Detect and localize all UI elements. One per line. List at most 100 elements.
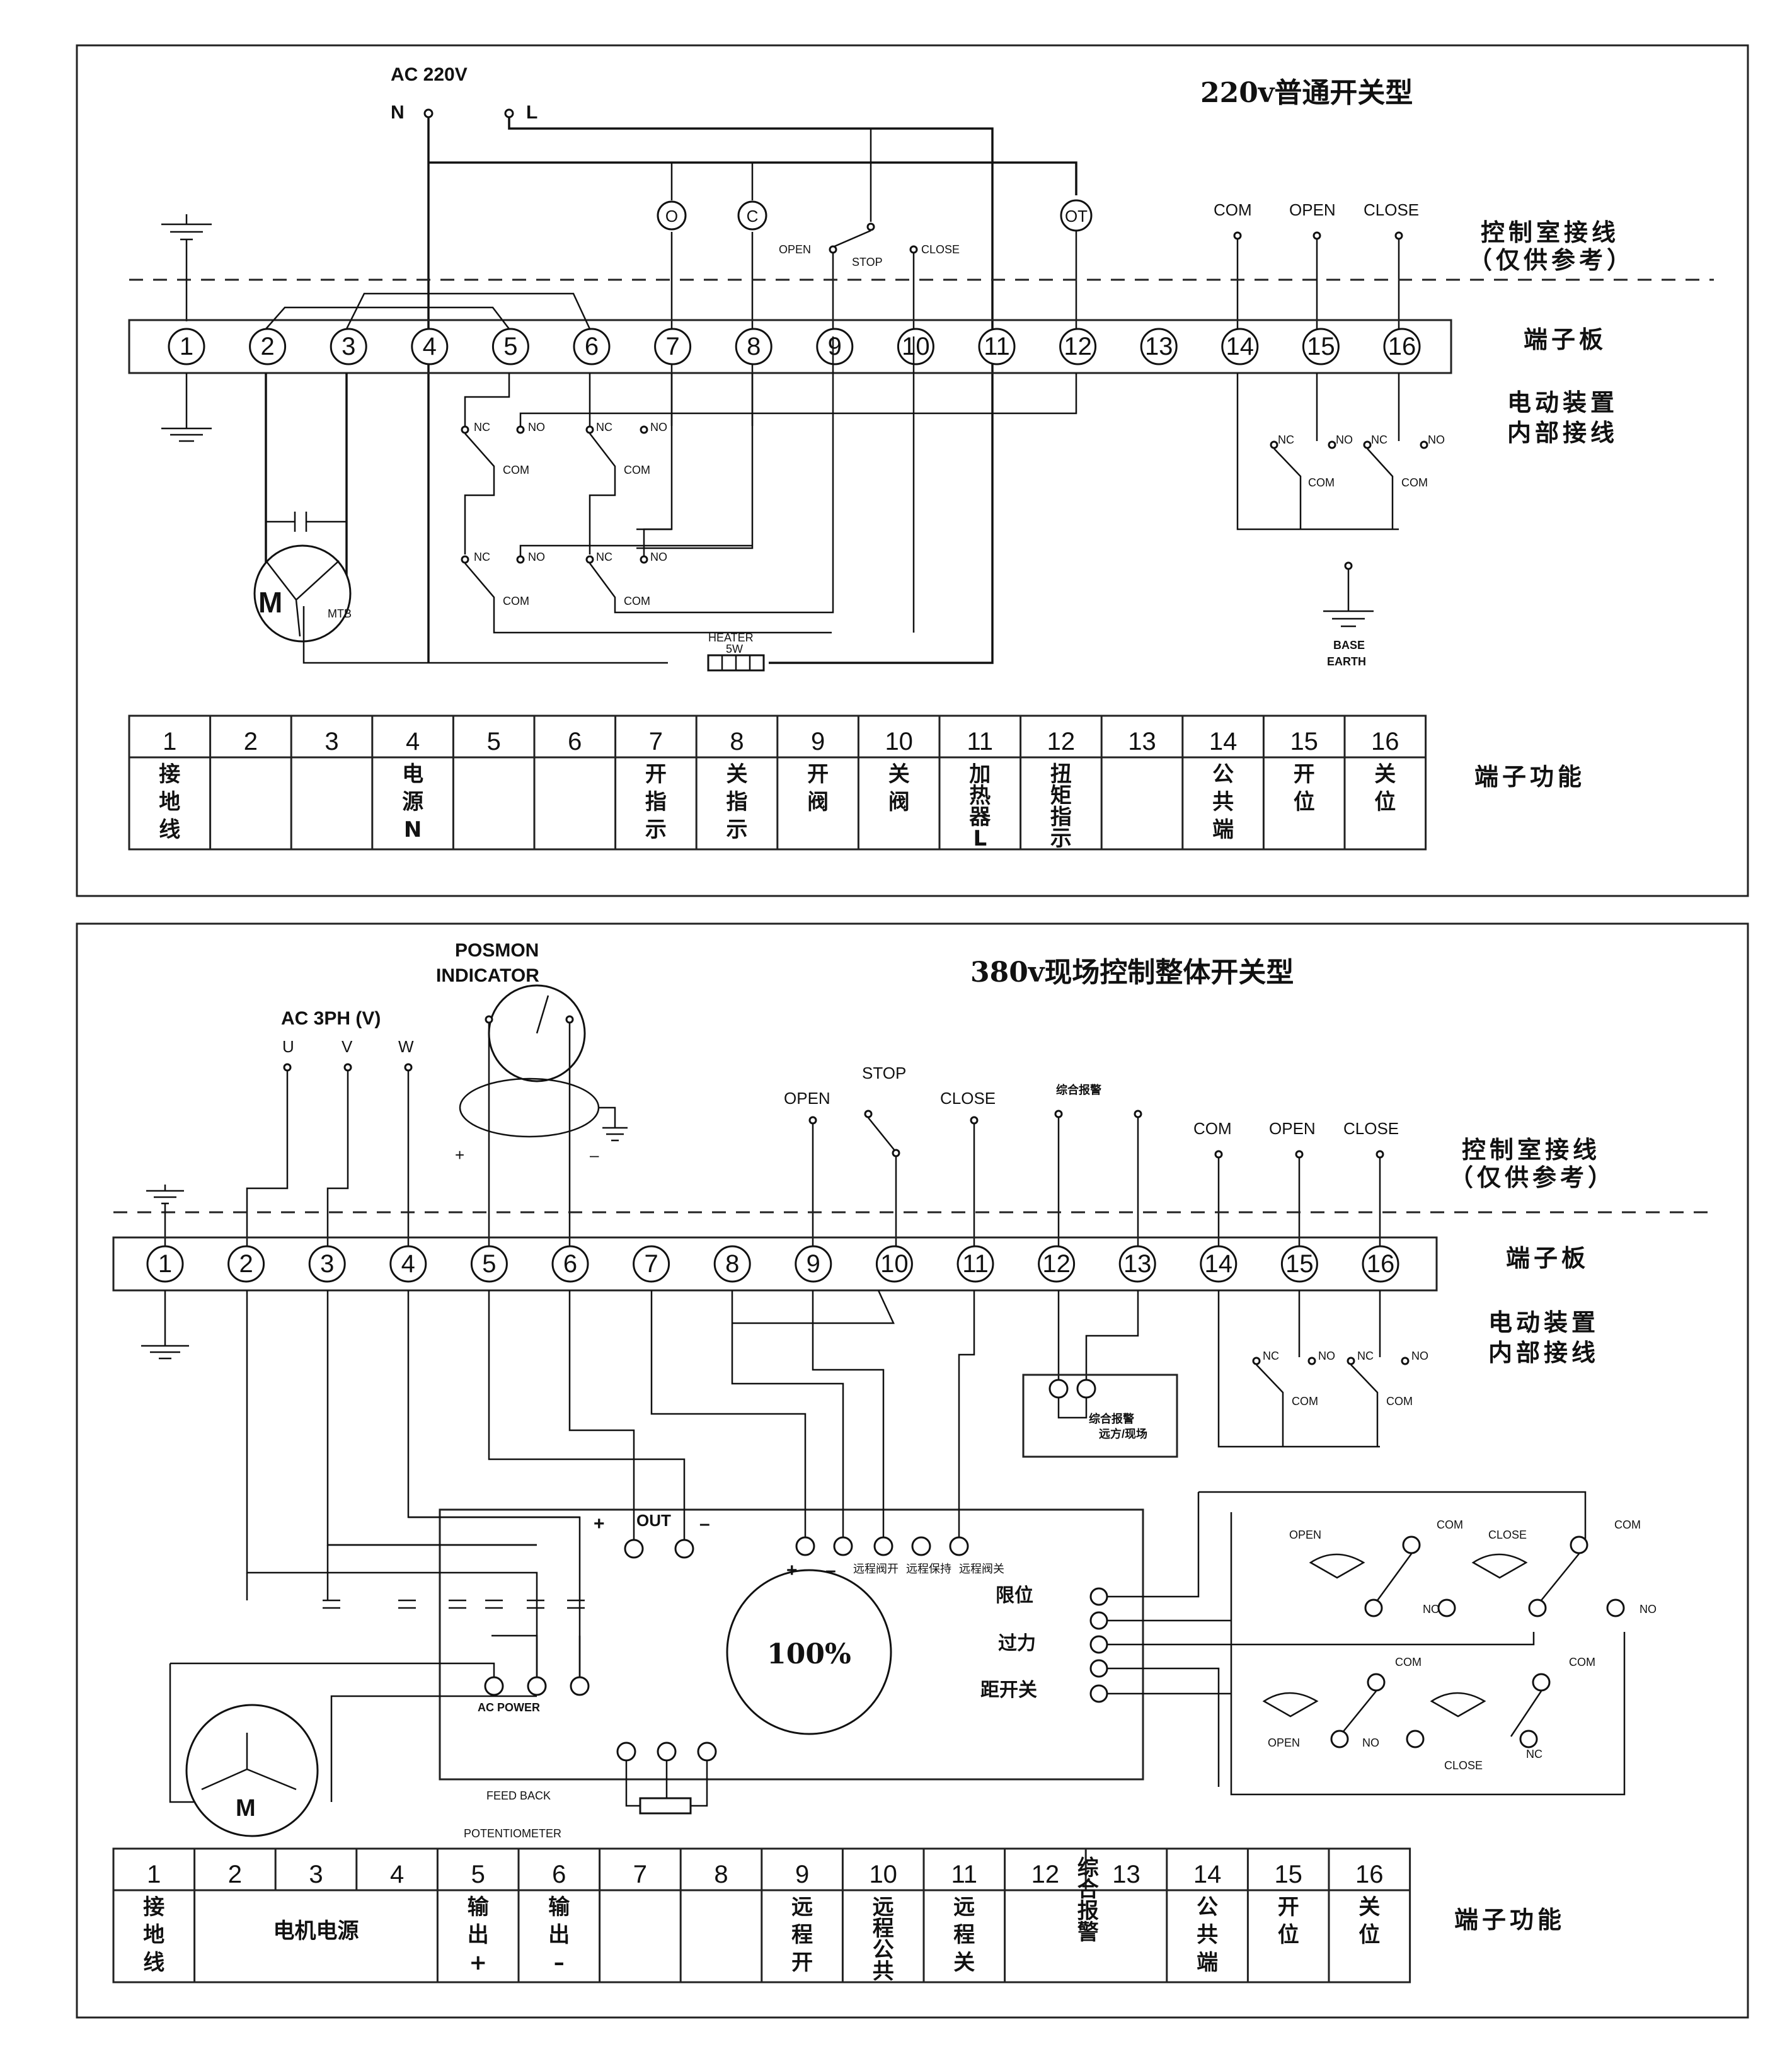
d2-top-ground <box>146 1185 184 1259</box>
diagram1-func-char: 示 <box>645 817 667 842</box>
diagram1-terminal-num: 12 <box>1064 333 1092 360</box>
d2-function-table: 1接地线接地线2345输出+输出+6输出–输出–789远程开远程开10远程公共远… <box>112 1847 1411 1984</box>
diagram1-func-char: 矩 <box>1050 783 1072 808</box>
diagram2-func-num-1: 1 <box>147 1861 161 1888</box>
diagram1-terminal-6 <box>573 328 611 365</box>
diagram1-func-char: 关 <box>727 762 748 787</box>
d1-terminal-board-label: 端子板 <box>1524 326 1607 353</box>
svg-text:–: – <box>590 1145 599 1164</box>
diagram1-func-num-9: 9 <box>811 728 825 755</box>
diagram2-func-char: 共 <box>873 1959 894 1984</box>
diagram2-terminal-num: 5 <box>482 1250 496 1278</box>
d2-percent: 100% <box>767 1638 851 1670</box>
diagram1-func-char: 公 <box>1212 762 1234 787</box>
diagram2-func-char: 公 <box>873 1937 894 1963</box>
d2-room-signals: COM OPEN CLOSE <box>1193 1119 1399 1259</box>
svg-text:MTB: MTB <box>328 607 352 620</box>
diagram1-func-char: 指 <box>727 789 748 815</box>
d1-base-earth: BASE EARTH <box>1323 561 1374 668</box>
diagram2-terminal-num: 16 <box>1367 1250 1395 1278</box>
svg-text:综合报警: 综合报警 <box>1089 1412 1134 1425</box>
svg-text:COM: COM <box>1308 476 1335 489</box>
diagram2-terminal-14 <box>1200 1245 1238 1283</box>
d1-terminal-board <box>128 319 1452 374</box>
svg-text:NC: NC <box>474 551 490 563</box>
diagram1-terminal-9 <box>816 328 854 365</box>
diagram2-func-char: 远 <box>791 1895 813 1920</box>
diagram2-func-char: 程 <box>791 1922 813 1948</box>
d1-function-table: 1接地线接地线234电源N电源N567开指示开指示8关指示关指示9开阀开阀10关… <box>128 715 1427 851</box>
diagram2-terminal-num: 13 <box>1123 1250 1152 1278</box>
diagram2-terminal-3 <box>308 1245 346 1283</box>
diagram1-terminal-num: 14 <box>1226 333 1255 360</box>
svg-text:+: + <box>594 1513 605 1534</box>
svg-text:COM: COM <box>1401 476 1428 489</box>
svg-text:V: V <box>342 1037 353 1056</box>
svg-text:NO: NO <box>528 421 545 433</box>
diagram2-terminal-12 <box>1038 1245 1076 1283</box>
svg-text:距开关: 距开关 <box>980 1680 1037 1701</box>
d2-phases: U V W <box>246 1037 414 1259</box>
svg-text:NO: NO <box>528 551 545 563</box>
svg-text:STOP: STOP <box>852 256 883 268</box>
diagram1-terminal-num: 8 <box>747 333 761 360</box>
svg-text:NC: NC <box>596 421 612 433</box>
svg-text:–: – <box>699 1513 710 1534</box>
diagram1-func-char: N <box>404 817 422 842</box>
d2-position-switches: NC NO NC NO COM COM <box>1217 1290 1428 1448</box>
d2-supply: AC 3PH (V) <box>281 1008 381 1029</box>
diagram1-func-char: 示 <box>727 817 748 842</box>
svg-text:NO: NO <box>1411 1350 1428 1362</box>
diagram2-func-num-6: 6 <box>552 1861 566 1888</box>
svg-text:COM: COM <box>1395 1656 1422 1668</box>
svg-text:NO: NO <box>650 421 667 433</box>
diagram-380v: 380v现场控制整体开关型 POSMON INDICATOR + – AC 3P… <box>76 922 1749 2019</box>
diagram2-terminal-15 <box>1280 1245 1318 1283</box>
diagram1-func-char: 阀 <box>888 789 910 815</box>
svg-text:EARTH: EARTH <box>1327 655 1366 668</box>
diagram2-title: 380v现场控制整体开关型 <box>970 956 1294 989</box>
svg-text:NO: NO <box>1640 1603 1657 1616</box>
svg-text:远程保持: 远程保持 <box>906 1563 951 1575</box>
svg-text:过力: 过力 <box>998 1633 1036 1654</box>
svg-text:NC: NC <box>1526 1748 1542 1760</box>
diagram1-terminal-12 <box>1059 328 1097 365</box>
diagram1-func-num-15: 15 <box>1290 728 1318 755</box>
svg-text:远方/现场: 远方/现场 <box>1099 1427 1147 1440</box>
diagram1-terminal-num: 1 <box>180 333 193 360</box>
d2-side-labels: 限位 过力 距开关 <box>980 1585 1108 1703</box>
d2-reference-note: （仅供参考） <box>1449 1164 1616 1191</box>
diagram1-terminal-num: 11 <box>984 333 1010 360</box>
diagram2-func-num-5: 5 <box>471 1861 485 1888</box>
svg-text:COM: COM <box>503 595 529 607</box>
d1-internal-label-2: 内部接线 <box>1507 419 1618 447</box>
d1-supply-wires <box>427 117 994 664</box>
svg-text:CLOSE: CLOSE <box>921 243 960 256</box>
d1-reference-note: （仅供参考） <box>1468 246 1634 274</box>
diagram2-func-num-13: 13 <box>1112 1861 1140 1888</box>
diagram2-func-char: 输 <box>468 1895 490 1920</box>
svg-text:COM: COM <box>624 595 650 607</box>
diagram2-func-char: 出 <box>468 1922 489 1948</box>
svg-text:NC: NC <box>596 551 612 563</box>
diagram1-func-num-2: 2 <box>244 728 258 755</box>
diagram2-func-char: 关 <box>953 1950 975 1975</box>
diagram1-func-char: 源 <box>402 789 423 815</box>
diagram1-terminal-num: 10 <box>902 333 930 360</box>
diagram1-terminal-16 <box>1383 328 1421 365</box>
diagram1-func-char: L <box>973 826 987 851</box>
diagram2-func-num-10: 10 <box>869 1861 897 1888</box>
svg-text:NO: NO <box>1318 1350 1335 1362</box>
svg-text:NC: NC <box>1278 433 1294 446</box>
diagram2-func-num-14: 14 <box>1193 1861 1222 1888</box>
diagram1-func-char: 示 <box>1050 826 1072 851</box>
diagram2-terminal-9 <box>795 1245 832 1283</box>
diagram1-func-char: 接 <box>159 762 180 787</box>
diagram1-terminal-num: 2 <box>260 333 274 360</box>
diagram2-func-char: 远 <box>873 1895 894 1920</box>
svg-text:OPEN: OPEN <box>779 243 811 256</box>
d2-remote-switch: OPEN STOP CLOSE 综合报警 <box>784 1064 1142 1259</box>
diagram1-terminal-8 <box>735 328 773 365</box>
